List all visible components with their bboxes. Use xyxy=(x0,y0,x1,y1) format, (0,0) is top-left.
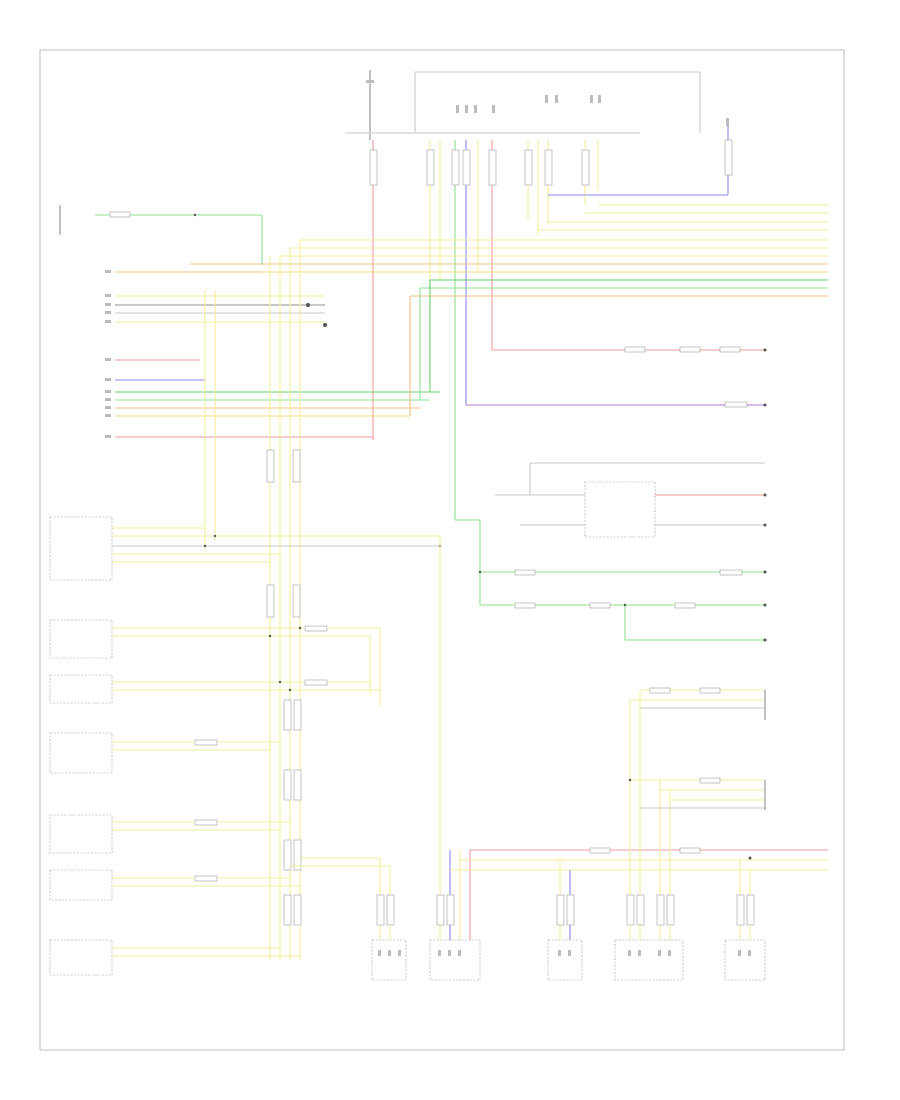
bottom-wire-tags xyxy=(376,894,755,926)
headlamp-switch xyxy=(49,674,113,704)
steering-column-module xyxy=(49,619,113,659)
left-connector-rows xyxy=(105,270,440,438)
right-subsystems xyxy=(455,346,767,854)
rear-view-mirror xyxy=(547,939,583,981)
passenger-seat-module xyxy=(371,939,407,981)
gps-module xyxy=(724,939,766,981)
top-fuse-taps xyxy=(366,80,729,126)
right-bus-lines xyxy=(115,204,828,297)
memory-seat-module xyxy=(49,939,113,976)
left-rows-pins xyxy=(105,270,111,438)
drop-wire-tags xyxy=(369,139,733,186)
mid-connections xyxy=(290,536,828,940)
diagram-frame xyxy=(39,49,845,1051)
trunk-wire-tags xyxy=(266,449,302,926)
driver-seat-module xyxy=(429,939,481,981)
parking-aid-module xyxy=(49,814,113,854)
bottom-modules xyxy=(371,939,766,981)
climate-control xyxy=(49,732,113,774)
module-wire-tags xyxy=(194,625,328,882)
left-vertical-trunks xyxy=(204,240,302,960)
top-left-switch xyxy=(59,205,263,265)
radio-module xyxy=(614,939,684,981)
instrument-cluster xyxy=(49,516,113,581)
left-modules xyxy=(49,516,113,976)
left-module-wires xyxy=(112,527,442,957)
top-power-distribution xyxy=(345,70,733,520)
bottom-module-pins xyxy=(378,950,751,956)
seat-heater-module xyxy=(49,869,113,901)
